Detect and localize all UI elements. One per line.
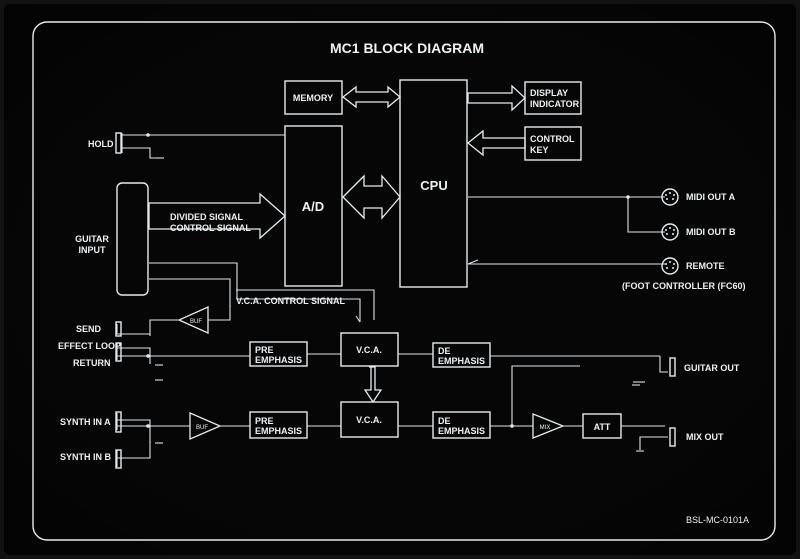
hold-label: HOLD — [88, 139, 114, 149]
memory-label: MEMORY — [293, 93, 333, 103]
vca-1-block: V.C.A. — [340, 332, 399, 367]
pre-emphasis-2-block: PRE EMPHASIS — [249, 411, 308, 439]
mix-out-label: MIX OUT — [686, 432, 724, 442]
cpu-label: CPU — [420, 178, 447, 193]
divided-signal-arrow — [148, 192, 286, 240]
de2-label-1: DE — [438, 416, 451, 426]
remote-connector — [661, 257, 679, 275]
ad-block: A/D — [284, 125, 343, 287]
de1-label-1: DE — [438, 346, 451, 356]
control-label-1: CONTROL — [530, 134, 575, 144]
guitar-input-label-2: INPUT — [79, 245, 107, 255]
vca1-label: V.C.A. — [356, 345, 382, 355]
panel-border — [32, 21, 776, 541]
mix-label: MIX — [540, 425, 551, 431]
effect-loop-label: EFFECT LOOP — [58, 341, 121, 351]
ad-cpu-arrow — [342, 174, 401, 220]
part-code-label: BSL-MC-0101A — [686, 515, 749, 525]
synth-in-b-label: SYNTH IN B — [60, 452, 112, 462]
diagram-title: MC1 BLOCK DIAGRAM — [330, 40, 484, 56]
pre1-label-2: EMPHASIS — [255, 355, 302, 365]
control-signal-label: CONTROL SIGNAL — [170, 223, 251, 233]
pre2-label-2: EMPHASIS — [255, 426, 302, 436]
cpu-block: CPU — [399, 79, 468, 288]
foot-controller-label: (FOOT CONTROLLER (FC60) — [622, 281, 746, 291]
buf1-label: BUF — [190, 319, 202, 325]
pre1-label-1: PRE — [255, 345, 274, 355]
de-emphasis-2-block: DE EMPHASIS — [432, 411, 491, 439]
memory-cpu-arrow — [341, 85, 402, 109]
jack-symbols — [115, 132, 676, 469]
midi-out-a-connector — [661, 188, 679, 206]
control-label-2: KEY — [530, 145, 549, 155]
signal-wires — [116, 133, 668, 467]
synth-in-a-label: SYNTH IN A — [60, 417, 111, 427]
de1-label-2: EMPHASIS — [438, 356, 485, 366]
send-label: SEND — [76, 324, 102, 334]
midi-out-b-label: MIDI OUT B — [686, 227, 736, 237]
display-label-1: DISPLAY — [530, 88, 568, 98]
guitar-input-block — [116, 182, 149, 296]
vca-control-signal-label: V.C.A. CONTROL SIGNAL — [236, 296, 346, 306]
guitar-out-label: GUITAR OUT — [684, 363, 740, 373]
return-label: RETURN — [73, 358, 111, 368]
display-label-2: INDICATOR — [530, 99, 580, 109]
control-cpu-arrow — [466, 129, 526, 157]
remote-label: REMOTE — [686, 261, 725, 271]
ad-label: A/D — [302, 199, 324, 214]
midi-out-b-connector — [661, 223, 679, 241]
pre2-label-1: PRE — [255, 416, 274, 426]
att-label: ATT — [594, 422, 611, 432]
de-emphasis-1-block: DE EMPHASIS — [432, 342, 491, 368]
divided-signal-label: DIVIDED SIGNAL — [170, 212, 244, 222]
midi-out-a-label: MIDI OUT A — [686, 192, 736, 202]
vca2-label: V.C.A. — [356, 415, 382, 425]
de2-label-2: EMPHASIS — [438, 426, 485, 436]
buf2-label: BUF — [196, 425, 208, 431]
cpu-display-arrow — [467, 84, 526, 112]
guitar-input-label-1: GUITAR — [75, 234, 109, 244]
memory-block: MEMORY — [284, 80, 343, 115]
vca-link-arrow — [363, 366, 383, 404]
vca-2-block: V.C.A. — [340, 401, 399, 438]
